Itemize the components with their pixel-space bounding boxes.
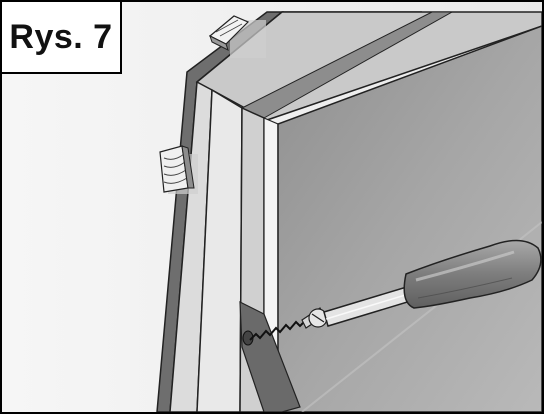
wall-plug-icon	[159, 145, 198, 194]
figure-label: Rys. 7	[2, 2, 122, 74]
mounting-bracket	[239, 301, 301, 412]
screwdriver-icon	[308, 239, 542, 328]
wall-plug-icon	[208, 15, 266, 58]
